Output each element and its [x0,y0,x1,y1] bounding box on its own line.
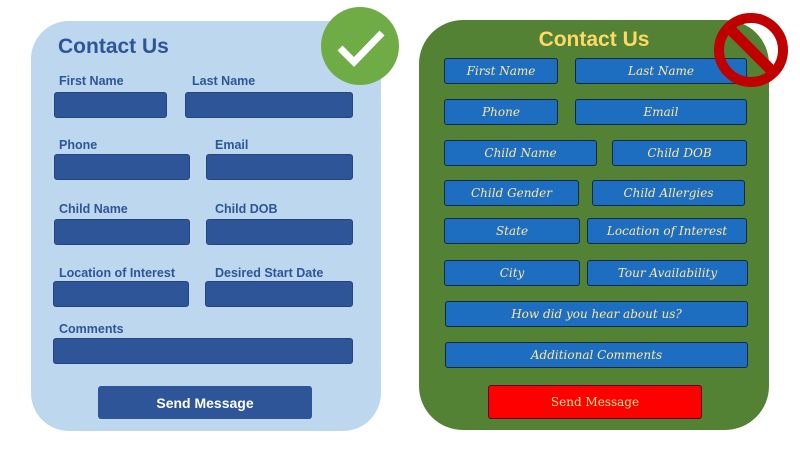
good-contact-form: Contact Us First Name Last Name Phone Em… [31,21,381,431]
state-field[interactable]: State [444,218,580,244]
phone-label: Phone [59,138,98,152]
child-dob-field[interactable]: Child DOB [612,140,747,166]
phone-field[interactable] [54,154,190,180]
child-gender-field[interactable]: Child Gender [444,180,579,206]
good-form-title: Contact Us [58,35,169,58]
city-field[interactable]: City [444,260,580,286]
checkmark-icon [321,7,399,85]
send-message-button[interactable]: Send Message [98,386,312,419]
email-label: Email [215,138,249,152]
bad-contact-form: Contact Us First Name Last Name Phone Em… [419,20,769,430]
child-name-field[interactable] [54,219,190,245]
child-dob-field[interactable] [206,219,353,245]
send-message-button[interactable]: Send Message [488,385,702,419]
phone-field[interactable]: Phone [444,99,558,125]
prohibited-icon [711,10,791,90]
hear-about-us-field[interactable]: How did you hear about us? [445,301,748,327]
child-name-label: Child Name [59,202,128,216]
first-name-field[interactable] [54,92,167,118]
comments-label: Comments [59,322,124,336]
comments-field[interactable] [53,338,353,364]
child-dob-label: Child DOB [215,202,278,216]
last-name-label: Last Name [192,74,256,88]
child-allergies-field[interactable]: Child Allergies [592,180,745,206]
bad-form-title: Contact Us [538,28,650,51]
first-name-field[interactable]: First Name [444,58,558,84]
location-label: Location of Interest [59,266,175,280]
first-name-label: First Name [59,74,124,88]
last-name-field[interactable] [185,92,353,118]
additional-comments-field[interactable]: Additional Comments [445,342,748,368]
email-field[interactable] [206,154,353,180]
child-name-field[interactable]: Child Name [444,140,597,166]
tour-availability-field[interactable]: Tour Availability [587,260,748,286]
email-field[interactable]: Email [575,99,747,125]
location-field[interactable]: Location of Interest [587,218,747,244]
start-date-label: Desired Start Date [215,266,324,280]
location-field[interactable] [53,281,189,307]
last-name-field[interactable]: Last Name [575,58,747,84]
start-date-field[interactable] [205,281,353,307]
